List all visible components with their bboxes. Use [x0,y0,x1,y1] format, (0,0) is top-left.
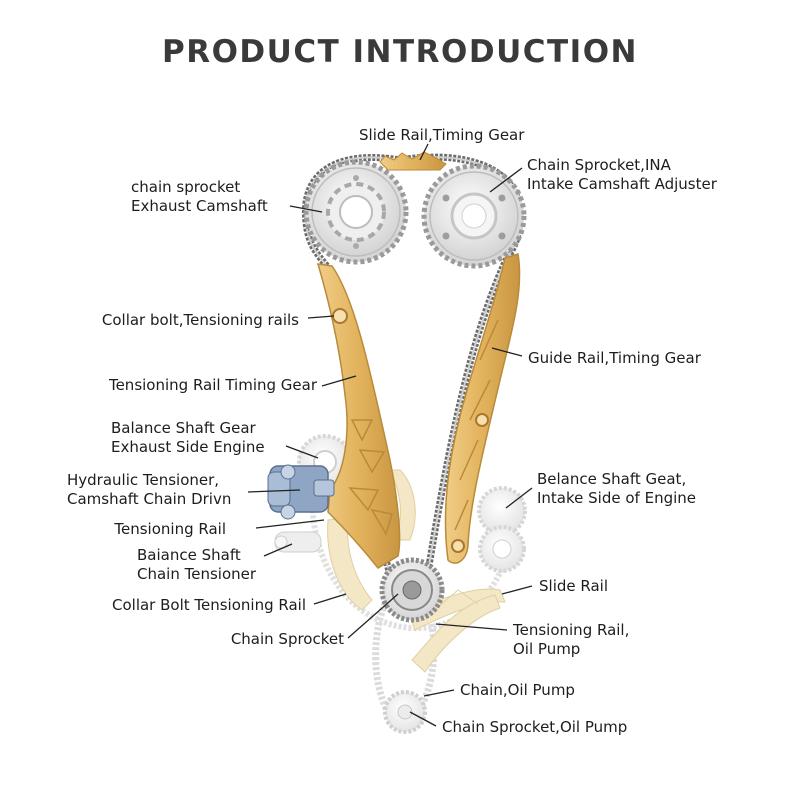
guide-rail-timing-gear [444,253,521,564]
tensioning-rail-timing-gear [316,263,401,569]
label-text: Chain Sprocket,Oil Pump [442,718,628,736]
label-chain-oil-pump: Chain,Oil Pump [460,681,575,700]
label-collar-bolt-rail: Collar Bolt Tensioning Rail [112,596,306,615]
label-belance-gear-intake: Belance Shaft Geat, Intake Side of Engin… [537,470,696,508]
oil-pump-chain [372,588,438,724]
label-exhaust-sprocket: chain sprocket Exhaust Camshaft [131,178,268,216]
label-slide-rail: Slide Rail [539,577,608,596]
label-line-2: Oil Pump [513,640,581,658]
label-line-1: Tensioning Rail, [513,621,630,639]
label-line-1: Baiance Shaft [137,546,241,564]
intake-camshaft-sprocket [421,163,527,269]
label-line-1: Balance Shaft Gear [111,419,256,437]
label-line-2: Exhaust Side Engine [111,438,265,456]
label-balance-tensioner: Baiance Shaft Chain Tensioner [137,546,256,584]
leader-lines [247,143,533,727]
oil-pump-tensioning-rail [411,589,501,673]
label-chain-sprocket: Chain Sprocket [231,630,344,649]
label-text: Slide Rail [539,577,608,595]
label-hydraulic-tensioner: Hydraulic Tensioner, Camshaft Chain Driv… [67,471,231,509]
label-collar-bolt-rails: Collar bolt,Tensioning rails [102,311,299,330]
label-slide-rail-top: Slide Rail,Timing Gear [359,126,524,145]
label-line-1: chain sprocket [131,178,241,196]
label-text: Collar Bolt Tensioning Rail [112,596,306,614]
page-title: PRODUCT INTRODUCTION [161,34,639,70]
label-balance-gear-exhaust: Balance Shaft Gear Exhaust Side Engine [111,419,265,457]
lower-tensioning-rail [327,517,373,611]
balance-shaft-gear-intake [477,486,527,573]
label-text: Tensioning Rail [114,520,226,538]
label-text: Slide Rail,Timing Gear [359,126,525,144]
label-text: Collar bolt,Tensioning rails [101,311,299,329]
label-line-2: Exhaust Camshaft [131,197,268,215]
label-intake-sprocket: Chain Sprocket,INA Intake Camshaft Adjus… [527,156,717,194]
label-line-1: Hydraulic Tensioner, [67,471,220,489]
label-line-1: Chain Sprocket,INA [527,156,671,174]
label-text: Guide Rail,Timing Gear [528,349,701,367]
label-text: Chain,Oil Pump [460,681,575,699]
exhaust-camshaft-sprocket [303,159,409,265]
label-line-2: Camshaft Chain Drivn [67,490,232,508]
label-tensioning-rail: Tensioning Rail [114,520,226,539]
label-line-2: Intake Side of Engine [537,489,696,507]
label-guide-rail: Guide Rail,Timing Gear [528,349,701,368]
hydraulic-tensioner [267,464,335,520]
label-line-1: Belance Shaft Geat, [537,470,687,488]
label-text: Tensioning Rail Timing Gear [108,376,317,394]
label-line-2: Intake Camshaft Adjuster [527,175,717,193]
label-tensioning-rail-oil: Tensioning Rail, Oil Pump [513,621,629,659]
crankshaft-chain-sprocket [379,557,445,623]
label-tensioning-rail-timing: Tensioning Rail Timing Gear [109,376,317,395]
label-text: Chain Sprocket [230,630,344,648]
label-sprocket-oil-pump: Chain Sprocket,Oil Pump [442,718,627,737]
oil-pump-sprocket [383,690,427,734]
label-line-2: Chain Tensioner [137,565,257,583]
